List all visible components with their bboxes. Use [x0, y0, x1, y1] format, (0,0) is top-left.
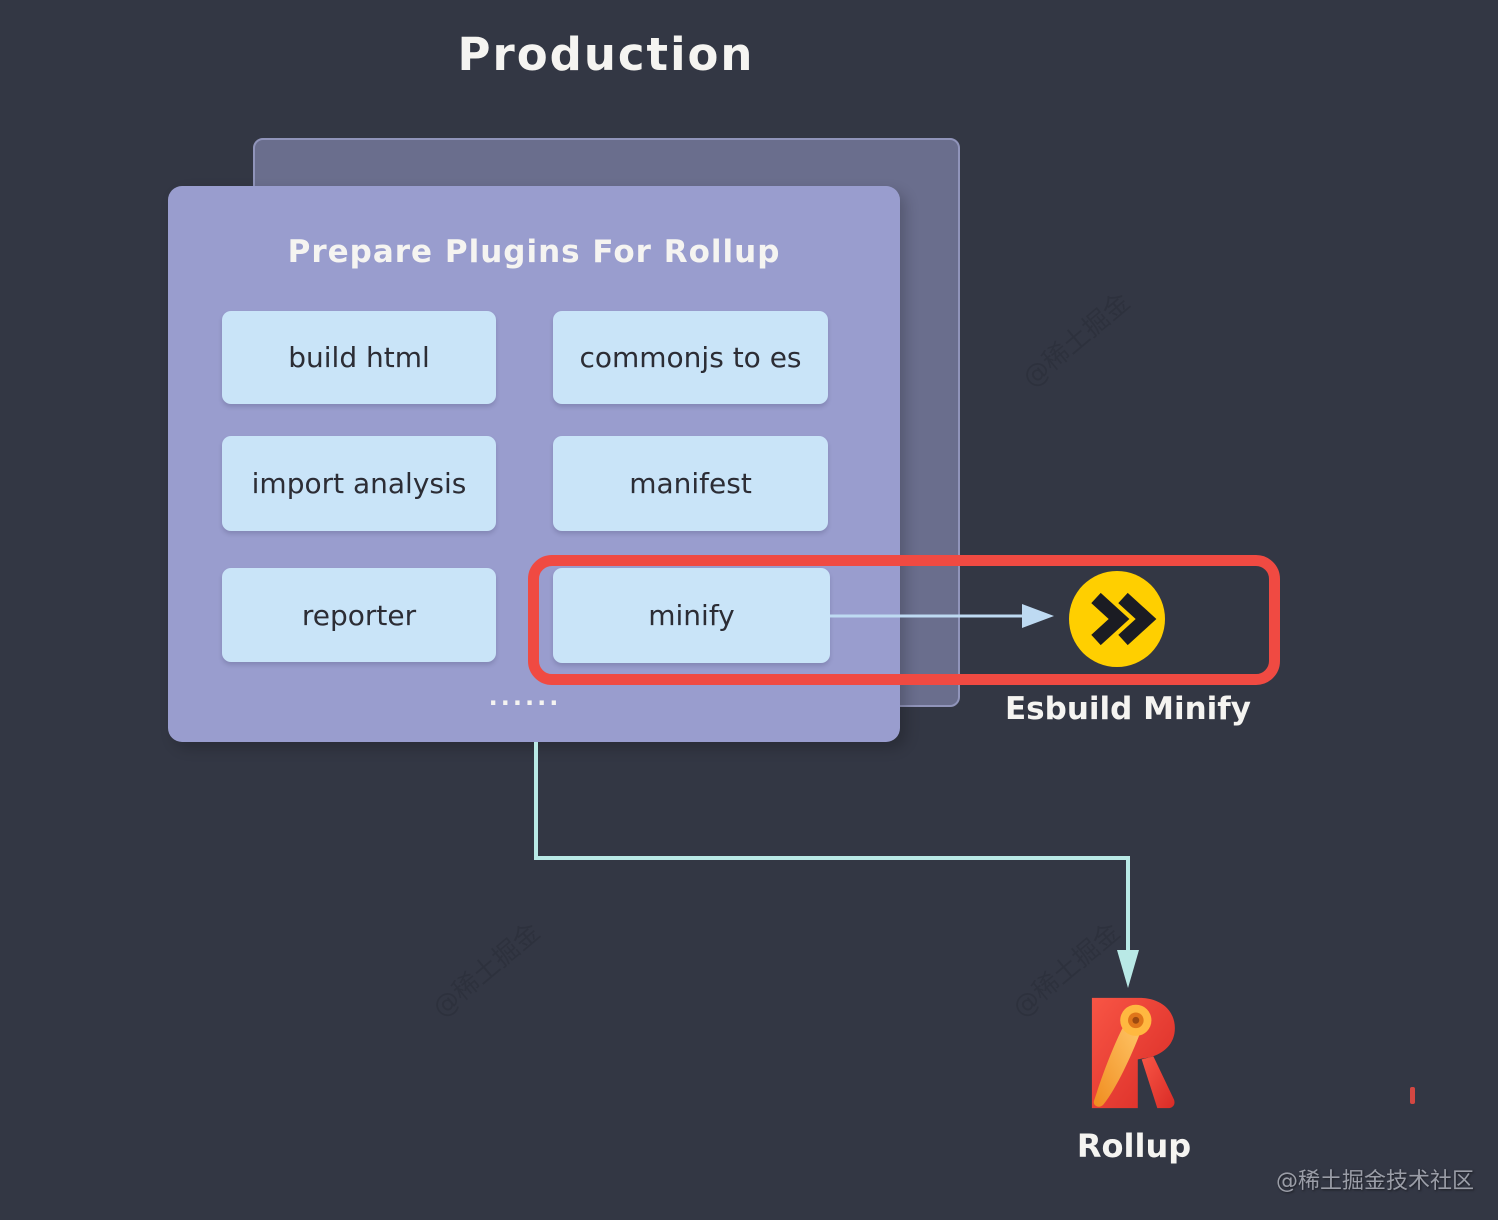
esbuild-minify-label: Esbuild Minify: [1005, 691, 1251, 727]
panel-to-rollup-arrow: [534, 742, 1139, 988]
plugin-box-import-analysis: import analysis: [222, 436, 496, 531]
red-tick-mark: [1410, 1087, 1415, 1104]
plugin-box-commonjs-to-es: commonjs to es: [553, 311, 828, 404]
more-plugins-ellipsis: ......: [488, 683, 562, 711]
plugin-label: import analysis: [251, 467, 467, 500]
plugin-box-reporter: reporter: [222, 568, 496, 662]
plugin-label: reporter: [301, 598, 417, 632]
page-title: Production: [457, 28, 755, 81]
plugin-label: minify: [648, 599, 735, 632]
rollup-label: Rollup: [1076, 1127, 1192, 1165]
double-chevron-icon: [1091, 592, 1157, 646]
plugin-label: manifest: [629, 467, 752, 500]
rollup-logo-icon: [1091, 997, 1175, 1109]
plugins-panel-title: Prepare Plugins For Rollup: [287, 234, 781, 270]
esbuild-icon: [1069, 571, 1165, 667]
plugin-box-minify: minify: [553, 568, 830, 663]
plugin-label: commonjs to es: [579, 341, 802, 374]
background-watermark: @稀土掘金: [1017, 287, 1137, 394]
plugin-box-manifest: manifest: [553, 436, 828, 531]
site-watermark: @稀土掘金技术社区: [1275, 1169, 1474, 1194]
plugin-box-build-html: build html: [222, 311, 496, 404]
background-watermark: @稀土掘金: [427, 917, 547, 1024]
plugin-label: build html: [288, 341, 430, 374]
minify-highlight-outline: [528, 555, 1280, 685]
